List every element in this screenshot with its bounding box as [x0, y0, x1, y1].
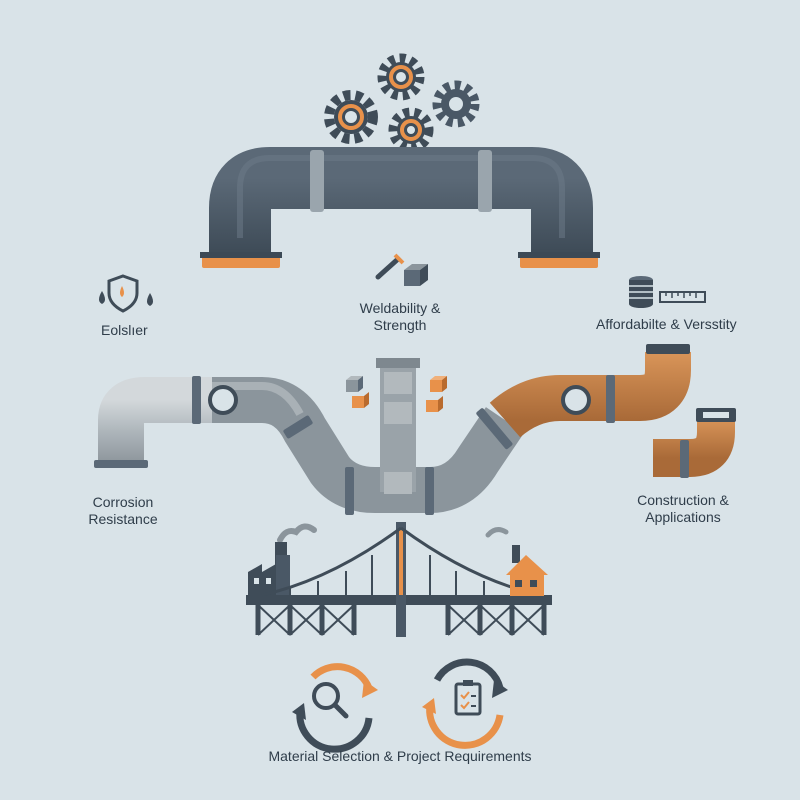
affordability-versatility-label: Affordabilte & Versstity [596, 316, 737, 332]
weldability-strength-label: Weldability & Strength [340, 300, 460, 334]
factory-icon [248, 523, 317, 595]
middle-pipe [208, 377, 525, 515]
material-cubes [346, 376, 447, 412]
house-icon [485, 527, 548, 596]
top-pipe [200, 147, 600, 268]
search-cycle-icon [292, 663, 378, 753]
construction-line-2: Applications [645, 509, 721, 525]
corrosion-line-2: Resistance [88, 511, 158, 527]
left-steel-pipe [94, 376, 212, 468]
weldability-line-1: Weldability & [359, 300, 441, 316]
corrosion-line-1: Corrosion [92, 494, 154, 510]
bottom-caption: Material Selection & Project Requirement… [268, 748, 532, 764]
tee-fitting [376, 358, 420, 494]
clipboard-cycle-icon [422, 658, 508, 749]
eolsher-label: Eolslıer [101, 322, 148, 338]
shield-droplets-icon [99, 274, 153, 313]
weldability-line-2: Strength [373, 317, 427, 333]
suspension-bridge-icon [246, 522, 552, 637]
right-copper-pipe [476, 344, 691, 450]
gears-icon [324, 53, 480, 153]
coin-stack-ruler-icon [629, 276, 706, 308]
welding-torch-icon [375, 253, 428, 286]
construction-applications-label: Construction & Applications [623, 492, 743, 526]
corrosion-resistance-label: Corrosion Resistance [68, 494, 178, 528]
construction-line-1: Construction & [637, 492, 729, 508]
small-copper-elbow [653, 408, 736, 478]
